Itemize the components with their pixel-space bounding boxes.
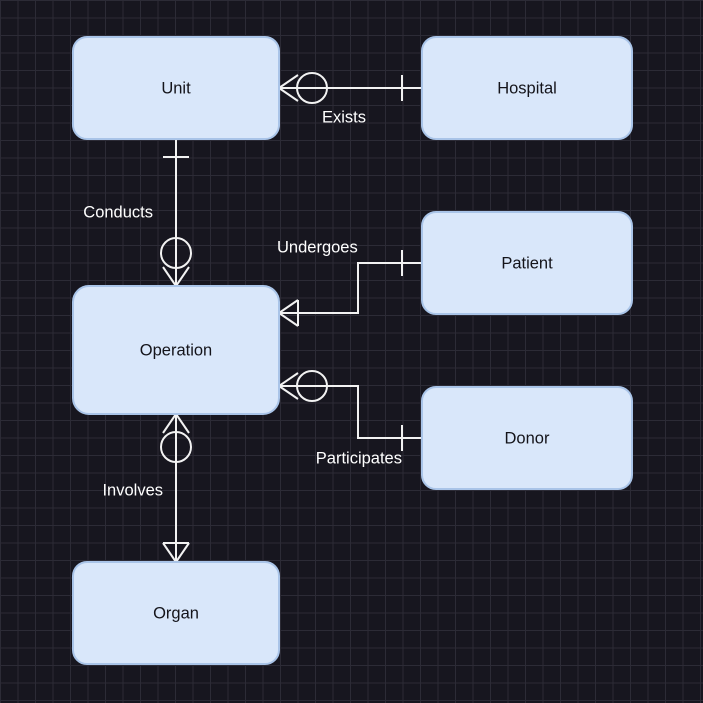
relationship-exists[interactable] (278, 72, 422, 104)
crowsfoot-marker (162, 413, 190, 434)
crowsfoot-prong-a (278, 87, 299, 102)
crowsfoot-prong-b (162, 413, 177, 434)
relationship-involves[interactable] (160, 413, 192, 563)
crowsfoot-prong-a (278, 312, 299, 327)
entity-hospital[interactable]: Hospital (421, 36, 633, 140)
optional-circle (160, 237, 192, 269)
crowsfoot-prong-a (175, 542, 190, 563)
entity-unit[interactable]: Unit (72, 36, 280, 140)
optional-circle (296, 370, 328, 402)
entity-box[interactable] (72, 561, 280, 665)
entity-label-patient: Patient (501, 254, 553, 272)
relationship-line (279, 262, 422, 314)
relationship-label-undergoes: Undergoes (277, 238, 358, 256)
relationship-line (279, 385, 422, 439)
entity-box[interactable] (421, 386, 633, 490)
relationship-label-participates: Participates (316, 449, 402, 467)
relationship-label-involves: Involves (102, 481, 163, 499)
relationship-undergoes[interactable] (278, 250, 422, 327)
relationship-label-exists: Exists (322, 108, 366, 126)
entity-box[interactable] (421, 36, 633, 140)
relationship-participates[interactable] (278, 370, 422, 451)
crowsfoot-prong-a (175, 413, 190, 434)
crowsfoot-prong-b (162, 542, 177, 563)
crowsfoot-prong-b (278, 372, 299, 387)
optional-circle (160, 431, 192, 463)
crowsfoot-marker (278, 299, 299, 327)
relationship-label-conducts: Conducts (83, 203, 153, 221)
crowsfoot-prong-b (278, 74, 299, 89)
crowsfoot-marker (162, 542, 190, 563)
crowsfoot-prong-a (278, 385, 299, 400)
entity-box[interactable] (72, 36, 280, 140)
crowsfoot-marker (278, 74, 299, 102)
entity-patient[interactable]: Patient (421, 211, 633, 315)
entity-label-operation: Operation (140, 341, 212, 359)
entity-box[interactable] (421, 211, 633, 315)
crowsfoot-prong-a (175, 266, 190, 287)
entity-label-hospital: Hospital (497, 79, 557, 97)
optional-circle (296, 72, 328, 104)
relationship-label-layer: ExistsConductsUndergoesParticipatesInvol… (83, 108, 402, 499)
crowsfoot-marker (162, 266, 190, 287)
entity-operation[interactable]: Operation (72, 285, 280, 415)
relationship-conducts[interactable] (160, 139, 192, 287)
entity-box[interactable] (72, 285, 280, 415)
relationship-layer (160, 72, 422, 563)
entity-label-unit: Unit (161, 79, 191, 97)
crowsfoot-marker (278, 372, 299, 400)
entity-label-organ: Organ (153, 604, 199, 622)
entity-organ[interactable]: Organ (72, 561, 280, 665)
crowsfoot-prong-b (162, 266, 177, 287)
entity-label-donor: Donor (505, 429, 550, 447)
crowsfoot-prong-b (278, 299, 299, 314)
entity-donor[interactable]: Donor (421, 386, 633, 490)
